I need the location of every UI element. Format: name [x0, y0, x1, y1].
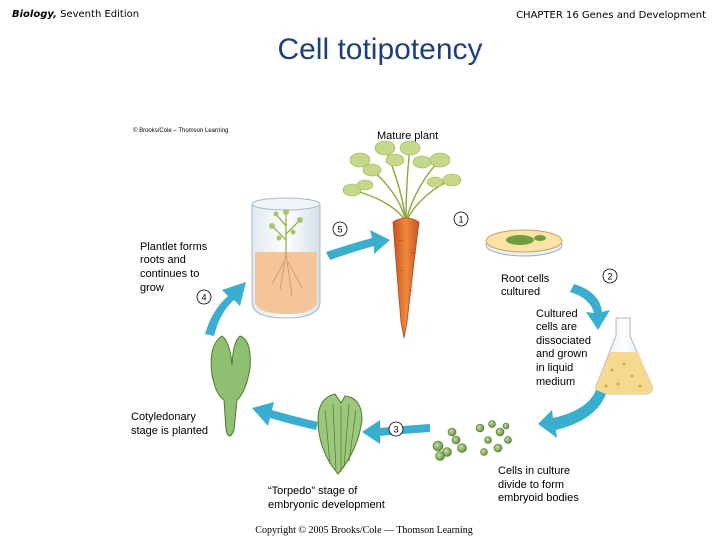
book-edition: Seventh Edition — [60, 9, 140, 20]
petri-dish-illustration — [485, 229, 563, 257]
figure-credit: © Brooks/Cole – Thomson Learning — [133, 127, 228, 134]
torpedo-embryo-illustration — [317, 393, 363, 475]
copyright-footer: Copyright © 2005 Brooks/Cole — Thomson L… — [255, 525, 473, 536]
arrow-step-2 — [570, 284, 610, 330]
flask-illustration — [595, 317, 653, 395]
arrow-step-3-to-4 — [252, 402, 318, 430]
step-5-number: 5 — [337, 225, 342, 235]
label-cultured-cells: Cultured cells are dissociated and grown… — [536, 308, 594, 388]
step-1-number: 1 — [458, 215, 463, 225]
label-mature-plant: Mature plant — [377, 130, 438, 142]
arrow-step-4 — [205, 282, 246, 336]
slide-title: Cell totipotency — [277, 33, 483, 66]
book-header: Biology, Seventh Edition — [12, 9, 139, 20]
label-cells-in-culture: Cells in culture divide to form embryoid… — [498, 465, 579, 504]
step-2-number: 2 — [607, 272, 612, 282]
book-title: Biology, — [12, 9, 57, 20]
chapter-header: CHAPTER 16 Genes and Development — [516, 10, 706, 21]
step-4-number: 4 — [201, 293, 206, 303]
carrot-plant-illustration — [342, 140, 462, 339]
arrow-step-3-right — [538, 390, 606, 438]
cotyledonary-embryo-illustration — [210, 335, 251, 437]
test-tube-illustration — [251, 197, 321, 319]
label-torpedo-stage: “Torpedo” stage of embryonic development — [268, 485, 385, 511]
embryoid-bodies-illustration — [432, 420, 512, 461]
label-root-cells-cultured: Root cells cultured — [501, 273, 552, 298]
arrow-step-5 — [326, 230, 390, 260]
label-cotyledonary-stage: Cotyledonary stage is planted — [131, 411, 208, 437]
step-markers: 1 2 3 4 5 — [196, 211, 618, 437]
step-3-number: 3 — [393, 425, 398, 435]
label-plantlet-forms: Plantlet forms roots and continues to gr… — [140, 241, 210, 294]
